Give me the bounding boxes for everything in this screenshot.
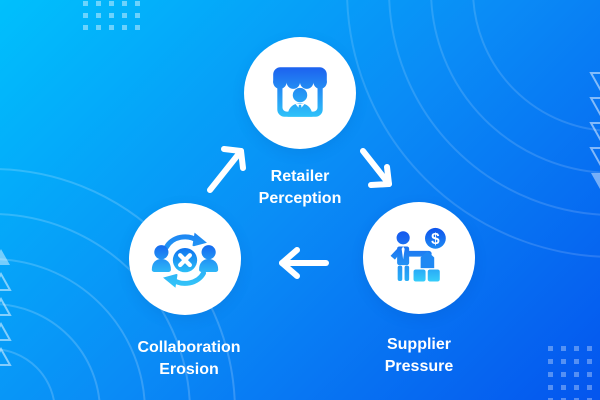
node-label-collaboration-erosion: Collaboration Erosion xyxy=(137,339,241,378)
node-label-retailer-perception: Retailer Perception xyxy=(258,168,342,207)
supplier-money-boxes-icon: $ xyxy=(390,227,446,282)
node-supplier-pressure: $ xyxy=(363,202,475,314)
arrow-up-right xyxy=(207,146,246,193)
dot-grid-decoration xyxy=(83,1,88,6)
storefront-person-icon xyxy=(273,67,327,117)
triangle-column-decoration xyxy=(589,72,600,189)
dot-grid-decoration xyxy=(548,346,553,351)
node-collaboration-erosion xyxy=(129,203,241,315)
node-retailer-perception xyxy=(244,37,356,149)
arrow-down-right xyxy=(360,148,392,188)
triangle-column-decoration xyxy=(0,249,12,366)
arrow-left xyxy=(279,247,329,279)
svg-text:$: $ xyxy=(431,231,440,248)
people-broken-cycle-icon xyxy=(151,232,219,288)
node-label-supplier-pressure: Supplier Pressure xyxy=(384,336,454,375)
